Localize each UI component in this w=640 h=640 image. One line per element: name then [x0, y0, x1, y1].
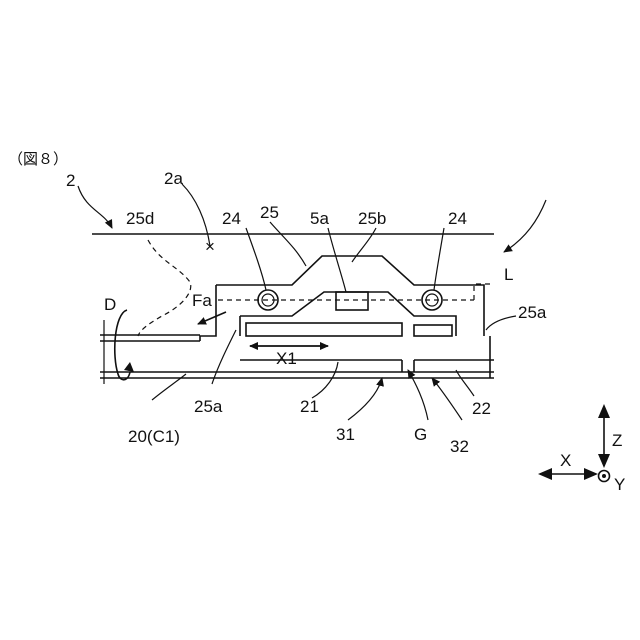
- force-arrow-Fa: [198, 312, 226, 324]
- line-L-end: [474, 284, 492, 300]
- axis-label-y: Y: [614, 475, 625, 494]
- sensor-5a: [336, 292, 368, 310]
- label-D: D: [104, 295, 116, 314]
- axis-indicator: [538, 404, 610, 482]
- label-24-left: 24: [222, 209, 241, 228]
- mark-2a-point: ×: [205, 237, 215, 256]
- dashed-path-25d: [138, 240, 191, 336]
- figure-caption: （図８）: [8, 150, 68, 168]
- axis-label-z: Z: [612, 431, 622, 450]
- label-Fa: Fa: [192, 291, 212, 310]
- label-31: 31: [336, 425, 355, 444]
- label-X1: X1: [276, 349, 297, 368]
- label-25b: 25b: [358, 209, 386, 228]
- label-32: 32: [450, 437, 469, 456]
- base-layers: [100, 320, 494, 384]
- label-25: 25: [260, 203, 279, 222]
- label-20-C1: 20(C1): [128, 427, 180, 446]
- label-5a: 5a: [310, 209, 329, 228]
- rotation-arrowhead-D: [124, 362, 134, 372]
- plates-21-22: [246, 323, 452, 336]
- label-25a-right: 25a: [518, 303, 547, 322]
- label-L: L: [504, 265, 513, 284]
- housing-25-outer: [216, 256, 484, 336]
- label-21: 21: [300, 397, 319, 416]
- label-2a: 2a: [164, 169, 183, 188]
- label-G: G: [414, 425, 427, 444]
- label-24-right: 24: [448, 209, 467, 228]
- label-2: 2: [66, 171, 75, 190]
- label-22: 22: [472, 399, 491, 418]
- label-25d: 25d: [126, 209, 154, 228]
- housing-25b-inner: [240, 292, 456, 336]
- label-25a-left: 25a: [194, 397, 223, 416]
- axis-label-x: X: [560, 451, 571, 470]
